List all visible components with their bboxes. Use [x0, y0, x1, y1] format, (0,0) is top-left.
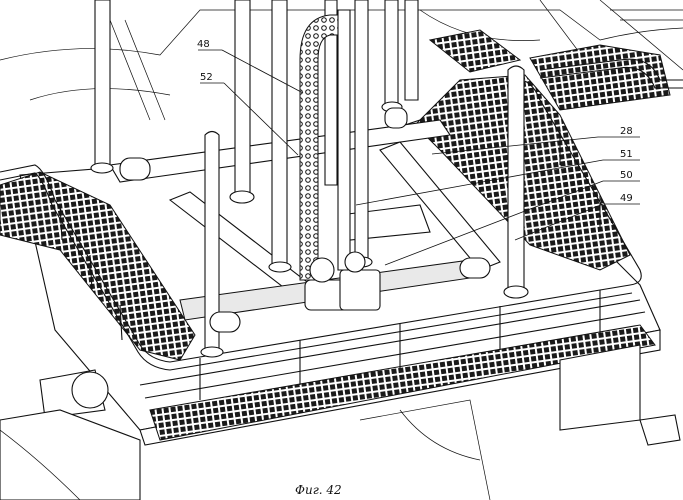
grating-upper-left: [430, 30, 520, 72]
label-49: 49: [620, 193, 633, 204]
label-52: 52: [200, 72, 213, 83]
label-50: 50: [620, 170, 633, 181]
label-48: 48: [197, 39, 210, 50]
label-51: 51: [620, 149, 633, 160]
figure-caption: Фиг. 42: [295, 483, 342, 497]
label-28: 28: [620, 126, 633, 137]
